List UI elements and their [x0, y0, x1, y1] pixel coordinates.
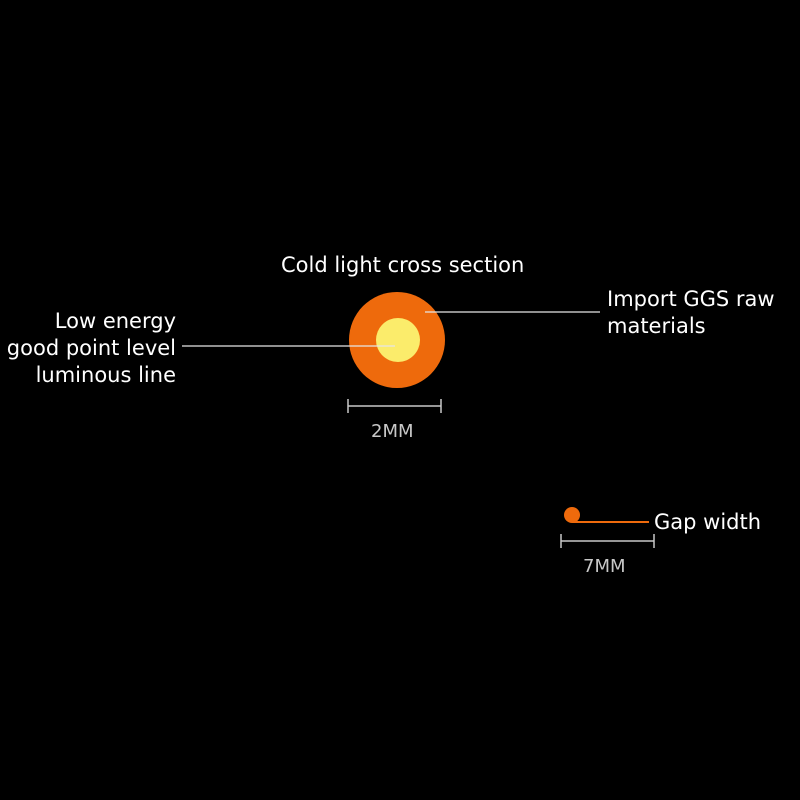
gap-dot [564, 507, 580, 523]
diagram-title: Cold light cross section [281, 253, 525, 277]
left-annotation-line-2: good point level [6, 336, 176, 360]
dimension-2mm-label: 2MM [371, 421, 414, 442]
left-annotation: Low energy good point level luminous lin… [7, 308, 176, 389]
gap-width-label: Gap width [654, 510, 762, 534]
dimension-7mm-bar [560, 534, 655, 548]
right-annotation-line-2: materials [607, 314, 706, 338]
inner-core-circle [376, 318, 420, 362]
right-annotation-line-1: Import GGS raw [607, 287, 775, 311]
left-annotation-line-1: Low energy [54, 309, 176, 333]
dimension-2mm-bar [347, 399, 442, 413]
left-annotation-line-3: luminous line [35, 363, 176, 387]
right-annotation: Import GGS raw materials [607, 286, 775, 340]
dimension-7mm-label: 7MM [583, 556, 626, 577]
